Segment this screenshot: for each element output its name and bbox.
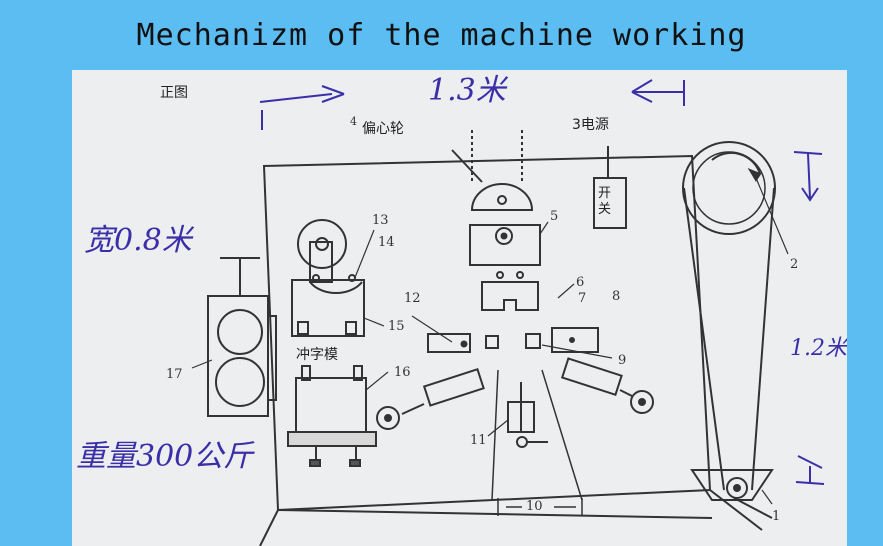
- view-label: 正图: [160, 85, 188, 101]
- label-punch-die: 冲字模: [296, 347, 338, 363]
- left-roller: [376, 406, 400, 430]
- part-12: [427, 333, 471, 353]
- part-8: [551, 327, 599, 353]
- part-17-bottom: [215, 357, 265, 407]
- label-2: 2: [790, 257, 799, 272]
- handwritten-height: 1.2米: [790, 336, 847, 361]
- pulley-1: [726, 477, 748, 499]
- label-3-power: 3电源: [572, 117, 609, 133]
- punch-die: [295, 377, 367, 435]
- label-4: 4: [350, 115, 357, 128]
- part-14: [309, 241, 333, 283]
- label-8: 8: [612, 289, 621, 304]
- left-arm: [422, 367, 485, 407]
- diagram-photo: 正图 4 偏心轮 3电源 开关 5 6 7 8 9 10 11 12 13 14…: [72, 70, 847, 546]
- top-dimension-arrow: [259, 85, 345, 130]
- handwritten-width: 宽0.8米: [84, 223, 192, 258]
- label-5: 5: [550, 209, 559, 224]
- part-6: [481, 281, 539, 311]
- switch-box: [593, 177, 627, 229]
- base-plate-1: [690, 469, 774, 501]
- label-17: 17: [166, 367, 183, 382]
- label-1: 1: [772, 509, 781, 524]
- label-12: 12: [404, 291, 421, 306]
- slide-title: Mechanizm of the machine working: [136, 18, 747, 53]
- right-roller: [630, 390, 654, 414]
- label-10: 10: [526, 499, 543, 514]
- handwritten-top-length: 1.3米: [428, 73, 506, 108]
- label-13: 13: [372, 213, 389, 228]
- label-16: 16: [394, 365, 411, 380]
- label-7: 7: [578, 291, 587, 306]
- part-5: [469, 224, 541, 266]
- part-7a: [485, 335, 499, 349]
- label-switch: 开关: [598, 186, 612, 217]
- wheel-13: [297, 219, 347, 269]
- frame-base-left: [259, 509, 279, 546]
- right-dimension-arrow: [793, 151, 823, 202]
- label-14: 14: [378, 235, 395, 250]
- label-6: 6: [576, 275, 585, 290]
- machine-diagram: [191, 79, 825, 546]
- part-15: [291, 279, 365, 337]
- eccentric-wheel: [470, 183, 534, 211]
- pulley-2: [682, 141, 776, 235]
- label-9: 9: [618, 353, 627, 368]
- right-arm: [560, 357, 623, 397]
- part-7b: [525, 333, 541, 349]
- part-17-top: [217, 309, 263, 355]
- frame-base-right: [709, 489, 763, 531]
- label-15: 15: [388, 319, 405, 334]
- label-11: 11: [470, 433, 487, 448]
- label-eccentric-wheel: 偏心轮: [362, 121, 404, 137]
- handwritten-weight: 重量300公斤: [76, 439, 254, 474]
